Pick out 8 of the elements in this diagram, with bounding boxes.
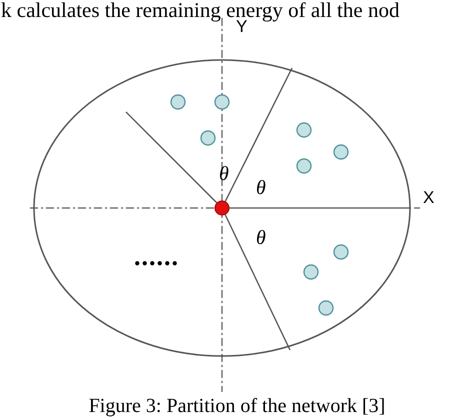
cut-off-text: k calculates the remaining energy of all the nod <box>1 0 400 21</box>
axis-label: X <box>423 189 434 206</box>
axis-label: Y <box>236 18 248 35</box>
figure-caption: Figure 3: Partition of the network [3] <box>88 395 386 417</box>
angle-label: θ <box>256 228 266 248</box>
ellipsis-mark: ...... <box>134 244 179 270</box>
angle-label: θ <box>219 164 229 184</box>
angle-label: θ <box>256 178 266 198</box>
